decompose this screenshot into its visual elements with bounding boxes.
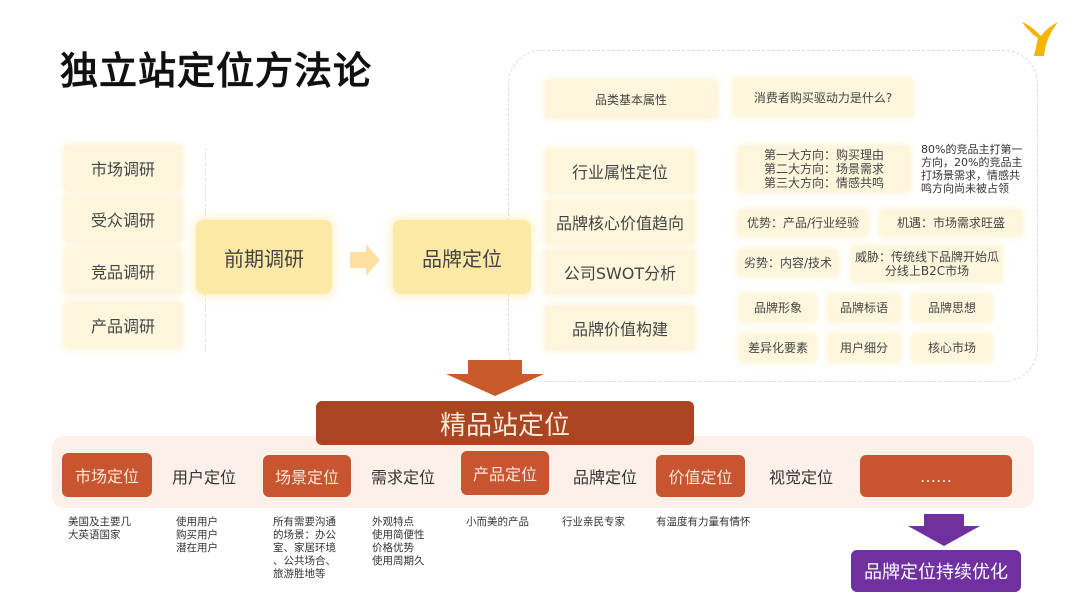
continuous-optimization-box: 品牌定位持续优化 bbox=[851, 550, 1021, 592]
positioning-category: 场景定位 bbox=[263, 455, 351, 497]
brand-value-item: 差异化要素 bbox=[740, 334, 816, 362]
positioning-category: …… bbox=[860, 455, 1012, 497]
research-item: 产品调研 bbox=[64, 302, 182, 348]
category-attribute-label: 品类基本属性 bbox=[545, 80, 717, 118]
brand-dimension-row: 品牌核心价值趋向 bbox=[545, 200, 695, 244]
swot-threat: 威胁：传统线下品牌开始瓜分线上B2C市场 bbox=[852, 246, 1002, 282]
logo-icon bbox=[1022, 22, 1058, 56]
brand-value-item: 核心市场 bbox=[912, 334, 992, 362]
category-desc: 有温度有力量有情怀 bbox=[656, 516, 751, 528]
brand-dimension-row: 公司SWOT分析 bbox=[545, 250, 695, 294]
page-title: 独立站定位方法论 bbox=[60, 49, 373, 93]
swot-weakness: 劣势：内容/技术 bbox=[738, 250, 838, 276]
positioning-category: 品牌定位 bbox=[560, 455, 650, 497]
positioning-category: 价值定位 bbox=[656, 455, 745, 497]
positioning-category: 市场定位 bbox=[62, 453, 152, 497]
competitor-note: 80%的竞品主打第一方向，20%的竞品主打场景需求，情感共鸣方向尚未被占领 bbox=[921, 143, 1023, 195]
down-arrow-icon bbox=[446, 360, 544, 396]
research-item: 受众调研 bbox=[64, 196, 182, 242]
brand-value-item: 用户细分 bbox=[828, 334, 900, 362]
swot-opportunity: 机遇：市场需求旺盛 bbox=[880, 210, 1022, 236]
category-desc: 使用用户 购买用户 潜在用户 bbox=[176, 516, 218, 554]
brand-value-item: 品牌思想 bbox=[912, 294, 992, 322]
research-box: 前期调研 bbox=[196, 220, 332, 294]
brand-positioning-box: 品牌定位 bbox=[393, 220, 531, 294]
category-desc: 美国及主要几 大英语国家 bbox=[68, 516, 131, 541]
brand-dimension-row: 行业属性定位 bbox=[545, 149, 695, 193]
purchase-driver-question: 消费者购买驱动力是什么? bbox=[733, 78, 913, 116]
research-item: 市场调研 bbox=[64, 145, 182, 191]
positioning-category: 视觉定位 bbox=[757, 455, 845, 497]
positioning-category: 用户定位 bbox=[162, 455, 246, 497]
brand-details-panel bbox=[508, 50, 1038, 382]
swot-strength: 优势：产品/行业经验 bbox=[738, 210, 868, 236]
category-desc: 外观特点 使用简便性 价格优势 使用周期久 bbox=[372, 516, 425, 567]
research-item: 竞品调研 bbox=[64, 248, 182, 294]
down-arrow-icon bbox=[908, 514, 980, 546]
purchase-directions-list: 第一大方向：购买理由 第二大方向：场景需求 第三大方向：情感共鸣 bbox=[738, 146, 910, 192]
brand-dimension-row: 品牌价值构建 bbox=[545, 306, 695, 350]
positioning-category: 产品定位 bbox=[461, 451, 549, 495]
brand-value-item: 品牌标语 bbox=[828, 294, 900, 322]
right-arrow-icon bbox=[350, 244, 380, 276]
category-desc: 小而美的产品 bbox=[466, 516, 529, 528]
category-desc: 所有需要沟通 的场景：办公 室、家居环境 、公共场合、 旅游胜地等 bbox=[273, 516, 336, 580]
positioning-category: 需求定位 bbox=[362, 455, 444, 497]
brand-value-item: 品牌形象 bbox=[740, 294, 816, 322]
category-desc: 行业亲民专家 bbox=[562, 516, 625, 528]
premium-site-positioning: 精品站定位 bbox=[316, 401, 694, 445]
